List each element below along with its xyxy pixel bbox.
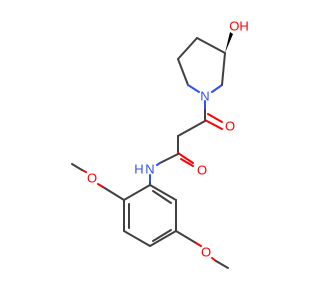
- bond-ketone-double-2: [207, 113, 223, 123]
- bond-ar-1-2: [123, 184, 151, 201]
- bond-o-ch3-top-o: [97, 183, 104, 188]
- phenyl-ring: [123, 174, 177, 247]
- bond-o-ch3-bottom-o: [195, 242, 202, 247]
- methoxy-o-top-label: O: [87, 171, 97, 186]
- amide-nh-n-label: N: [145, 162, 154, 177]
- bond-carbonyl-ch2: [177, 120, 206, 137]
- hydroxyl-label: OH: [229, 19, 249, 34]
- bond-ar-4-5: [149, 230, 177, 247]
- bond-ar-6-1: [149, 184, 177, 201]
- methoxy-o-bottom-label: O: [201, 245, 211, 260]
- bond-amide-c-n: [159, 153, 179, 164]
- pyrrolidine-n-label: N: [200, 89, 209, 104]
- bond-ch3-top: [71, 163, 83, 171]
- bond-ring-c4-c1: [221, 52, 226, 86]
- wedge-bond-hydroxyl: [225, 32, 233, 53]
- ketone-o-label: O: [225, 119, 235, 134]
- bond-ar-inner-3: [152, 190, 172, 204]
- methoxy-bottom: [175, 230, 229, 269]
- bond-amide-double-2: [180, 158, 194, 167]
- bond-amide-n-half: [156, 162, 161, 166]
- bond-ring-n-c4: [211, 84, 223, 93]
- bond-ar-omethyl-top: [102, 186, 125, 201]
- bond-amide-double-1: [177, 152, 194, 164]
- methoxy-top: [71, 163, 125, 201]
- amide-o-label: O: [197, 163, 207, 178]
- bond-ketone-double-1: [204, 119, 223, 130]
- pyrrolidine-ring: [177, 32, 233, 93]
- bond-ring-c3-n: [187, 84, 200, 93]
- bond-ring-c1-c2: [177, 37, 198, 60]
- bond-ch3-bottom: [215, 260, 229, 269]
- amide-nh-h-label: H: [134, 162, 143, 177]
- bond-ar-omethyl-bottom: [175, 230, 197, 244]
- molecule-structure: OH N O O N H O O: [71, 19, 249, 269]
- bond-ring-c2-c3: [177, 58, 189, 86]
- bond-ar-inner-2: [152, 229, 172, 242]
- atom-labels: OH N O O N H O O: [87, 19, 249, 260]
- bond-ring-c1-c5: [196, 37, 226, 54]
- malonamide-linker: [156, 100, 223, 167]
- bond-ar-3-4: [123, 230, 151, 247]
